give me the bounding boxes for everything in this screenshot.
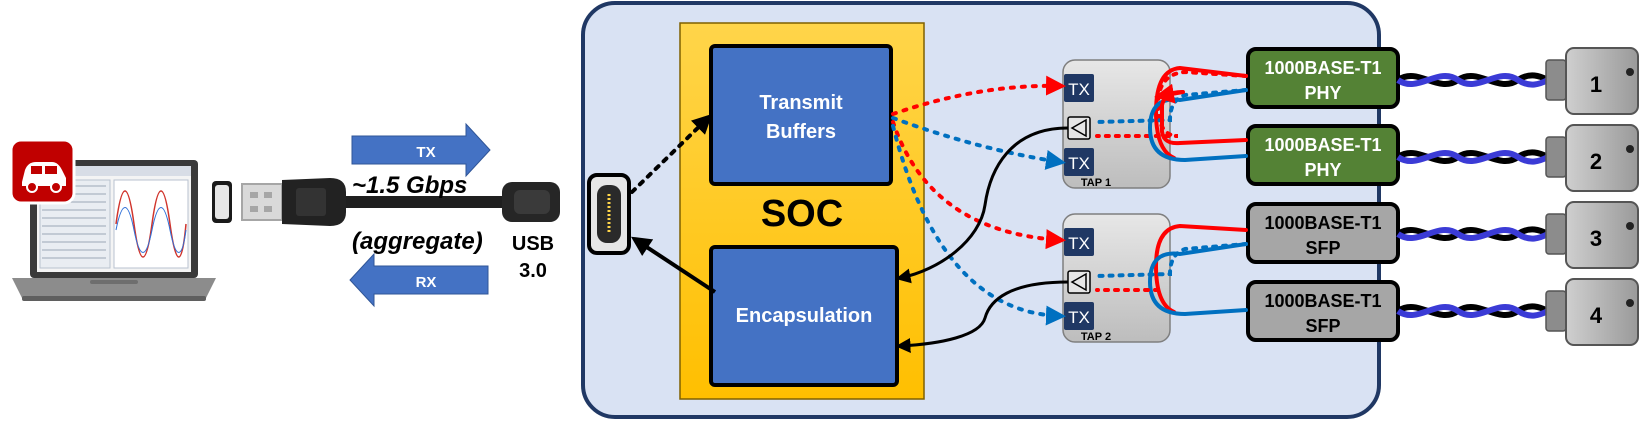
tx-arrow-label: TX [416, 144, 435, 161]
phy-2-label-line2: PHY [1304, 160, 1341, 180]
tap-2-tx-bottom-label: TX [1068, 308, 1090, 327]
tap-2-tx-bottom-box [1064, 302, 1094, 330]
usb-a-connector-icon [212, 178, 346, 226]
tx-path-blue-tap1 [891, 116, 1066, 170]
tap-2-mux-icon [1067, 270, 1091, 294]
tx-path-blue-tap2 [891, 124, 1066, 326]
rx-direction-arrow [349, 252, 489, 308]
phy-4-label-line2: SFP [1305, 316, 1340, 336]
encapsulation-to-usb-arrow [630, 236, 717, 294]
tap2-signal-lines [1095, 223, 1248, 317]
twisted-pair-cables [1396, 72, 1550, 319]
transmit-buffers-label-line2: Buffers [766, 121, 836, 143]
tx-direction-arrow [351, 122, 491, 178]
tap1-to-encapsulation-arrow [895, 126, 1069, 284]
phy-2-label-line1: 1000BASE-T1 [1264, 135, 1381, 155]
port-4-label: 4 [1590, 303, 1603, 328]
usb-label-line2: 3.0 [519, 260, 547, 282]
port-1-connector-icon [1545, 47, 1639, 115]
port-4-connector-icon [1545, 278, 1639, 346]
usb-c-plug-icon [502, 182, 560, 222]
tap2-to-encapsulation-arrow [895, 280, 1069, 353]
usb-cable [346, 196, 506, 208]
tap-1-tx-bottom-box [1064, 148, 1094, 176]
car-app-icon [9, 138, 76, 205]
tap-1-label: TAP 1 [1081, 177, 1111, 189]
transmit-dotted-paths [891, 75, 1066, 326]
cable-4 [1396, 303, 1550, 319]
tap-2-label: TAP 2 [1081, 331, 1111, 343]
port-3-connector-icon [1545, 201, 1639, 269]
encapsulation-label: Encapsulation [736, 305, 873, 327]
soc-label: SOC [761, 193, 843, 235]
usb-to-transmit-arrow [630, 113, 713, 194]
transmit-buffers-label-line1: Transmit [759, 92, 843, 114]
phy-3-label-line2: SFP [1305, 238, 1340, 258]
phy-1-label-line2: PHY [1304, 83, 1341, 103]
bandwidth-note: (aggregate) [352, 228, 483, 255]
cable-1 [1396, 72, 1550, 88]
encapsulation-block [709, 245, 899, 387]
tap-2-tx-top-box [1064, 228, 1094, 256]
port-3-label: 3 [1590, 226, 1602, 251]
phy-4-label-line1: 1000BASE-T1 [1264, 291, 1381, 311]
cable-2 [1396, 149, 1550, 165]
phy-1-label-line1: 1000BASE-T1 [1264, 58, 1381, 78]
tx-path-red-tap1 [891, 75, 1066, 116]
tap-1-tx-top-box [1064, 74, 1094, 102]
port-2-label: 2 [1590, 149, 1602, 174]
cable-3 [1396, 226, 1550, 242]
port-2-connector-icon [1545, 124, 1639, 192]
tx-path-red-tap2 [891, 120, 1066, 250]
rx-arrow-label: RX [416, 274, 437, 291]
tap-1-tx-bottom-label: TX [1068, 154, 1090, 173]
usb-label-line1: USB [512, 233, 554, 255]
port-1-label: 1 [1590, 72, 1602, 97]
tap1-signal-lines [1095, 65, 1248, 163]
phy-3-label-line1: 1000BASE-T1 [1264, 213, 1381, 233]
bandwidth-rate: ~1.5 Gbps [352, 172, 467, 199]
transmit-buffers-block [709, 44, 893, 186]
tap-2-tx-top-label: TX [1068, 234, 1090, 253]
usb-c-port-icon [587, 173, 631, 255]
tap-1-mux-icon [1067, 116, 1091, 140]
tap-1-tx-top-label: TX [1068, 80, 1090, 99]
